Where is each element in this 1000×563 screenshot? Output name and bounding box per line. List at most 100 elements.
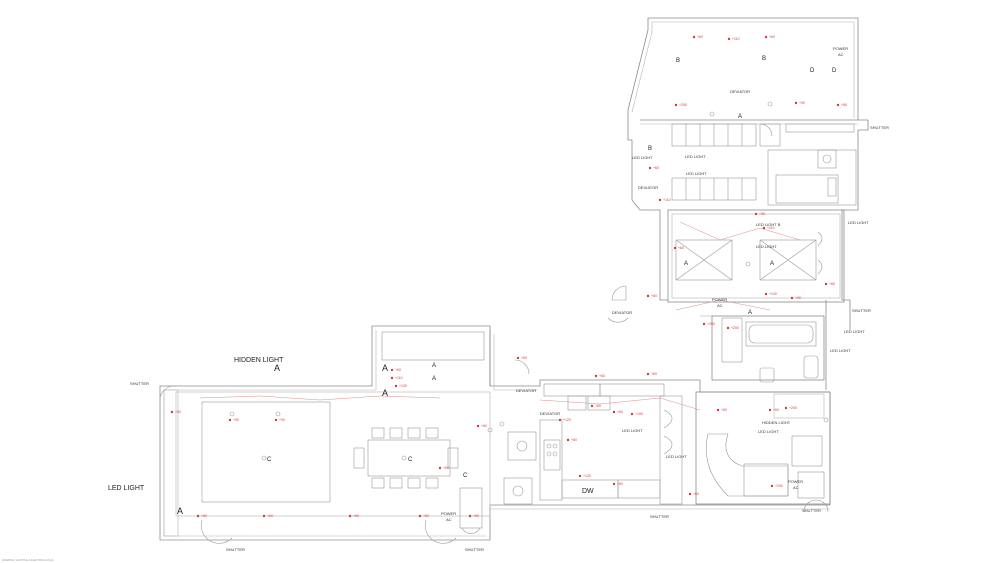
label-b: B	[676, 58, 680, 64]
svg-text:+60: +60	[473, 514, 479, 518]
elevation-marks: +60 +110 +60 +90 +60 +200 +60 +110 +30 +…	[170, 35, 847, 518]
label-b: B	[762, 56, 766, 62]
label-deviator: DEVIATOR	[638, 185, 658, 190]
label-led-light: LED LIGHT	[108, 485, 145, 492]
svg-text:+60: +60	[653, 166, 659, 170]
svg-text:+150: +150	[707, 322, 715, 326]
footer-text: DRAWING / LIGHTING & ELECTRICAL PLAN	[2, 559, 54, 562]
svg-text:+60: +60	[678, 246, 684, 250]
label-a: A	[274, 363, 280, 373]
label-shutter: SHUTTER	[852, 308, 871, 313]
svg-text:+60: +60	[617, 410, 623, 414]
svg-text:+60: +60	[773, 408, 779, 412]
svg-text:+110: +110	[767, 226, 775, 230]
svg-text:+60: +60	[353, 514, 359, 518]
label-a: A	[382, 363, 388, 373]
label-dw: DW	[582, 488, 594, 495]
label-led-light: LED LIGHT	[844, 329, 865, 334]
light-fixtures	[229, 101, 829, 461]
svg-text:+60: +60	[617, 482, 623, 486]
label-b: B	[648, 146, 652, 152]
svg-text:+60: +60	[443, 466, 449, 470]
label-c: C	[267, 457, 272, 463]
label-shutter: SHUTTER	[130, 381, 149, 386]
svg-text:+200: +200	[775, 484, 783, 488]
label-power: POWER	[833, 46, 848, 51]
svg-text:+120: +120	[583, 474, 591, 478]
label-led-light: LED LIGHT	[666, 454, 687, 459]
label-ac: AC	[446, 517, 452, 522]
label-deviator: DEVIATOR	[730, 89, 750, 94]
svg-text:+60: +60	[395, 368, 401, 372]
label-led-light: LED LIGHT	[622, 428, 643, 433]
label-a: A	[748, 310, 752, 316]
label-led-light: LED LIGHT	[686, 171, 707, 176]
svg-text:+60: +60	[651, 372, 657, 376]
left-wing-walls	[159, 325, 491, 544]
svg-text:+90: +90	[795, 296, 801, 300]
svg-text:+60: +60	[841, 103, 847, 107]
svg-text:+60: +60	[521, 356, 527, 360]
circuit-lines	[199, 221, 801, 411]
label-led-light: LED LIGHT	[632, 155, 653, 160]
svg-text:+90: +90	[799, 101, 805, 105]
svg-text:+90: +90	[233, 418, 239, 422]
label-a: A	[770, 261, 774, 267]
svg-text:+90: +90	[279, 418, 285, 422]
label-ac: AC	[793, 485, 799, 490]
svg-text:+60: +60	[829, 282, 835, 286]
svg-text:+60: +60	[697, 35, 703, 39]
bathroom-walls	[700, 300, 827, 390]
label-ac: AC	[717, 303, 723, 308]
label-led-light: LED LIGHT	[758, 429, 779, 434]
label-led-light: LED LIGHT	[830, 348, 851, 353]
label-led-light: LED LIGHT	[685, 154, 706, 159]
label-c: C	[463, 473, 468, 479]
labels: HIDDEN LIGHT A LED LIGHT A A A C C C A A…	[108, 46, 889, 552]
svg-text:+110: +110	[663, 198, 671, 202]
svg-text:+200: +200	[789, 406, 797, 410]
svg-text:+200: +200	[679, 103, 687, 107]
label-d: D	[832, 68, 837, 74]
label-deviator: DEVIATOR	[540, 411, 560, 416]
svg-text:+30: +30	[759, 212, 765, 216]
label-led-light: LED LIGHT	[756, 244, 777, 249]
label-deviator: DEVIATOR	[516, 388, 536, 393]
label-power: POWER	[788, 479, 803, 484]
svg-text:+60: +60	[651, 294, 657, 298]
label-led-light: LED LIGHT	[848, 220, 869, 225]
svg-text:+60: +60	[595, 404, 601, 408]
label-hidden-light: HIDDEN LIGHT	[762, 420, 791, 425]
label-power: POWER	[712, 297, 727, 302]
label-shutter: SHUTTER	[226, 547, 245, 552]
label-led-light-b: LED LIGHT B	[756, 222, 781, 227]
label-shutter: SHUTTER	[465, 547, 484, 552]
svg-text:+60: +60	[423, 514, 429, 518]
svg-text:+60: +60	[599, 374, 605, 378]
label-a: A	[382, 388, 388, 398]
svg-text:+110: +110	[732, 37, 740, 41]
label-power: POWER	[441, 511, 456, 516]
svg-text:+100: +100	[635, 412, 643, 416]
svg-text:+200: +200	[731, 326, 739, 330]
svg-text:+60: +60	[481, 424, 487, 428]
label-shutter: SHUTTER	[650, 514, 669, 519]
living-area-walls	[695, 391, 831, 513]
svg-text:+60: +60	[721, 408, 727, 412]
label-shutter: SHUTTER	[802, 508, 821, 513]
label-deviator: DEVIATOR	[612, 310, 632, 315]
label-hidden-light: HIDDEN LIGHT	[234, 357, 284, 364]
label-a: A	[432, 376, 436, 382]
svg-text:+120: +120	[563, 418, 571, 422]
label-shutter: SHUTTER	[870, 125, 889, 130]
svg-text:+60: +60	[571, 438, 577, 442]
svg-text:+110: +110	[395, 376, 403, 380]
label-ac: AC	[838, 52, 844, 57]
label-c: C	[408, 457, 413, 463]
svg-text:+60: +60	[175, 410, 181, 414]
label-a: A	[738, 114, 742, 120]
svg-text:+60: +60	[201, 514, 207, 518]
svg-text:+60: +60	[267, 514, 273, 518]
svg-text:+120: +120	[769, 292, 777, 296]
